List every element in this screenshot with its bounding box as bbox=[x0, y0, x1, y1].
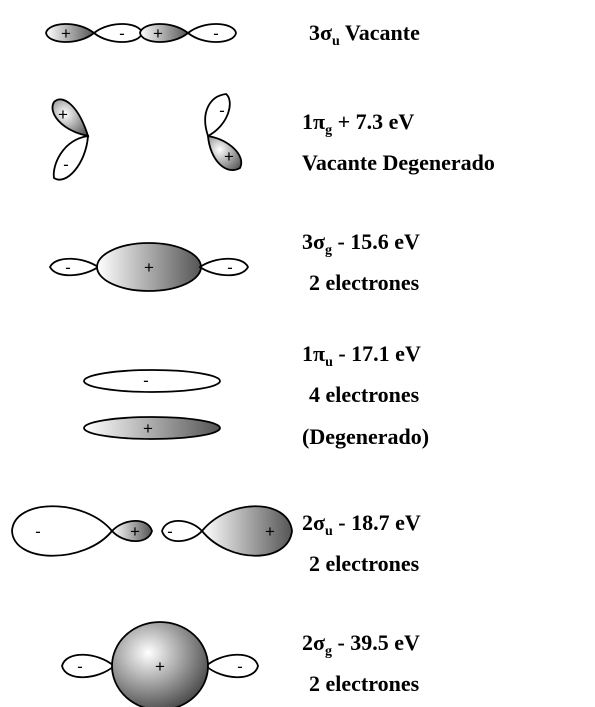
orbital-1pi-g-drawing bbox=[52, 94, 241, 180]
orbital-subscript: u bbox=[325, 524, 333, 539]
orbital-symbol: 2σ bbox=[302, 510, 325, 535]
sign-plus: + bbox=[130, 522, 140, 541]
sign-plus: + bbox=[153, 24, 163, 43]
label-2sigma-g-line2: 2 electrones bbox=[309, 673, 419, 695]
label-1pi-g-line2: Vacante Degenerado bbox=[302, 152, 495, 174]
lobe-minus-1 bbox=[94, 24, 142, 42]
lobe-minus-right bbox=[206, 655, 258, 678]
label-1pi-u-line2: 4 electrones bbox=[309, 384, 419, 406]
orbital-symbol: 1π bbox=[302, 109, 325, 134]
orbital-energy: Vacante bbox=[345, 20, 420, 45]
orbital-subscript: u bbox=[325, 355, 333, 370]
orbital-subscript: g bbox=[325, 644, 332, 659]
sign-minus: - bbox=[119, 24, 125, 43]
sign-minus: - bbox=[77, 657, 83, 676]
sign-plus: + bbox=[61, 24, 71, 43]
label-3sigma-g: 3σg - 15.6 eV bbox=[302, 231, 420, 253]
label-3sigma-g-line2: 2 electrones bbox=[309, 272, 419, 294]
sign-minus: - bbox=[167, 522, 173, 541]
lobe-minus-lower-left bbox=[54, 136, 88, 180]
sign-minus: - bbox=[65, 258, 71, 277]
label-2sigma-g: 2σg - 39.5 eV bbox=[302, 632, 420, 654]
sign-minus: - bbox=[63, 155, 69, 174]
lobe-minus-right bbox=[200, 259, 248, 276]
label-1pi-u: 1πu - 17.1 eV bbox=[302, 343, 421, 365]
sign-plus: + bbox=[224, 147, 234, 166]
sign-plus: + bbox=[265, 522, 275, 541]
sign-plus: + bbox=[58, 105, 68, 124]
sign-minus: - bbox=[219, 101, 225, 120]
label-2sigma-u: 2σu - 18.7 eV bbox=[302, 512, 421, 534]
sign-minus: - bbox=[227, 258, 233, 277]
label-1pi-g: 1πg + 7.3 eV bbox=[302, 111, 414, 133]
sign-minus: - bbox=[143, 371, 149, 390]
lobe-minus-left bbox=[62, 655, 114, 678]
label-3sigma-u: 3σu Vacante bbox=[309, 22, 420, 44]
orbital-subscript: g bbox=[325, 123, 332, 138]
sign-plus: + bbox=[144, 258, 154, 277]
sign-plus: + bbox=[155, 657, 165, 676]
orbital-subscript: u bbox=[332, 34, 340, 49]
orbital-symbol: 1π bbox=[302, 341, 325, 366]
lobe-minus-upper-right bbox=[205, 94, 230, 136]
label-2sigma-u-line2: 2 electrones bbox=[309, 553, 419, 575]
orbital-energy: - 18.7 eV bbox=[338, 510, 420, 535]
orbital-subscript: g bbox=[325, 243, 332, 258]
orbital-energy: - 39.5 eV bbox=[337, 630, 419, 655]
orbital-2sigma-u-drawing bbox=[12, 506, 292, 556]
orbital-symbol: 3σ bbox=[302, 229, 325, 254]
orbital-energy: - 17.1 eV bbox=[338, 341, 420, 366]
label-1pi-u-line3: (Degenerado) bbox=[302, 426, 429, 448]
sign-minus: - bbox=[35, 522, 41, 541]
lobe-minus-2 bbox=[188, 24, 236, 42]
sign-minus: - bbox=[237, 657, 243, 676]
lobe-minus-left bbox=[50, 259, 98, 276]
sign-minus: - bbox=[213, 24, 219, 43]
orbital-symbol: 2σ bbox=[302, 630, 325, 655]
orbital-symbol: 3σ bbox=[309, 20, 332, 45]
orbital-energy: + 7.3 eV bbox=[338, 109, 415, 134]
lobe-minus-upper bbox=[84, 370, 220, 392]
orbital-3sigma-u-drawing bbox=[46, 24, 236, 42]
lobe-plus-large-right bbox=[202, 506, 292, 556]
lobe-plus-2 bbox=[140, 24, 188, 42]
sign-plus: + bbox=[143, 419, 153, 438]
orbital-energy: - 15.6 eV bbox=[337, 229, 419, 254]
lobe-minus-large-left bbox=[12, 506, 112, 556]
